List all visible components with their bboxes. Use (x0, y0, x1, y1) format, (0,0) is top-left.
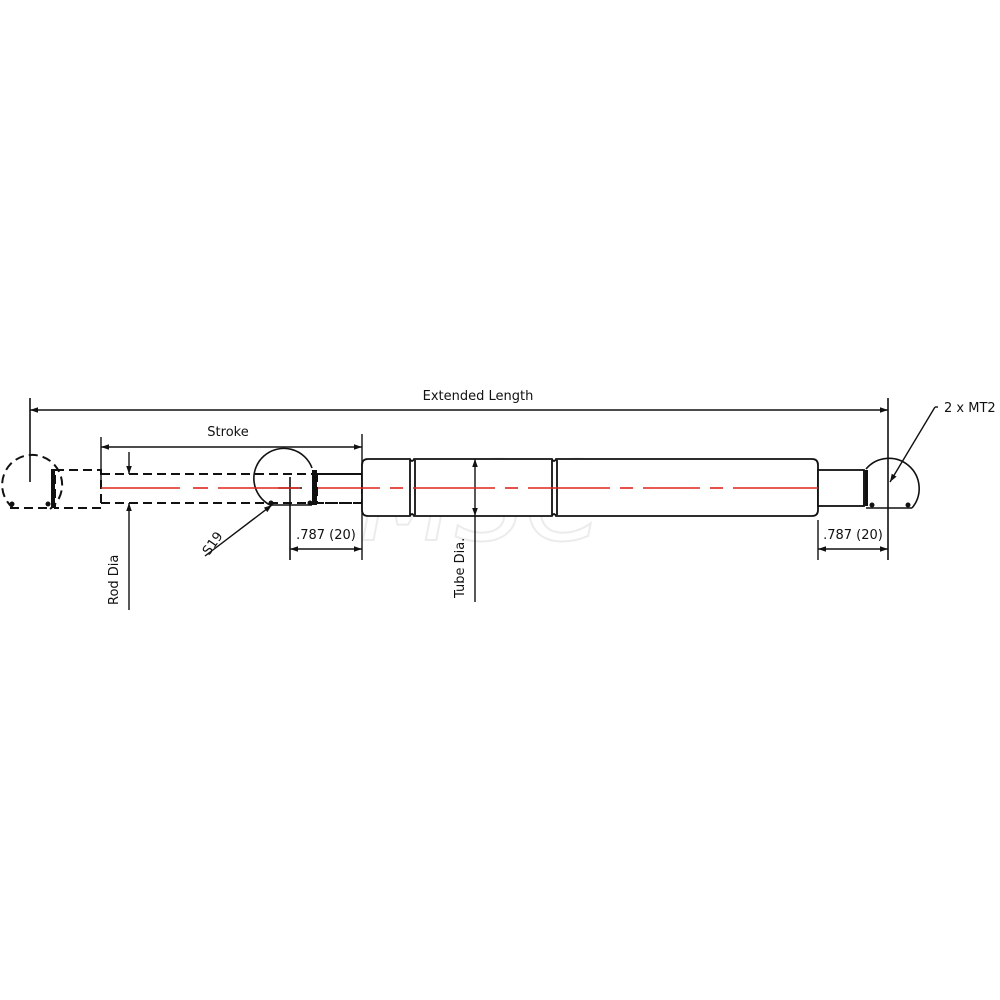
middle-ball-socket-details (268, 470, 317, 506)
extended-length-dimension: Extended Length (29, 389, 889, 560)
left-end-fitting-phantom (54, 469, 102, 509)
middle-ball-socket (253, 447, 313, 560)
stroke-label: Stroke (207, 425, 248, 440)
left-ball-socket-details (9, 469, 55, 508)
right-end-fitting-label: .787 (20) (823, 528, 883, 543)
s19-callout: S19 (200, 504, 273, 558)
tube-dia-dimension: Tube Dia. (453, 459, 478, 602)
right-end-fitting-dimension: .787 (20) (817, 520, 888, 560)
left-end-fitting-label: .787 (20) (296, 528, 356, 543)
stroke-dimension: Stroke (100, 425, 363, 560)
mt2-callout: 2 x MT2 (889, 401, 996, 483)
extended-length-label: Extended Length (423, 389, 534, 404)
tube-dia-label: Tube Dia. (453, 538, 468, 599)
mt2-label: 2 x MT2 (944, 401, 996, 416)
right-ball-socket (863, 457, 920, 509)
right-ball-socket-details (865, 470, 911, 508)
left-ball-socket-phantom (1, 453, 64, 510)
rod-dia-dimension: Rod Dia (107, 452, 132, 610)
left-end-fitting-dimension: .787 (20) (290, 528, 362, 552)
rod-dia-label: Rod Dia (107, 555, 122, 605)
right-end-fitting (817, 469, 865, 507)
s19-label: S19 (200, 529, 227, 558)
